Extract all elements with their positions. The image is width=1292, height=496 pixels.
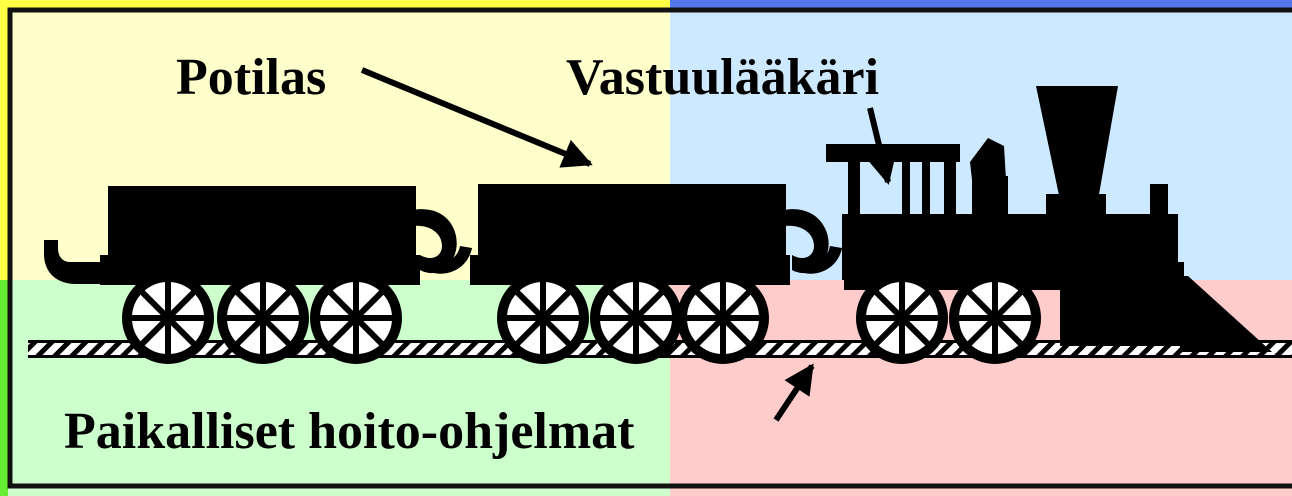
top-left-edge (0, 0, 670, 8)
arrow-patient (360, 67, 593, 168)
wheels (122, 272, 1041, 364)
wheel (677, 272, 769, 364)
wheel (310, 272, 402, 364)
frame (7, 7, 1292, 489)
label-patient: Potilas (176, 49, 326, 106)
wheel (856, 272, 948, 364)
left-top-edge (0, 0, 8, 280)
label-programs: Paikalliset hoito-ohjelmat (64, 403, 635, 460)
left-bottom-edge (0, 280, 8, 496)
label-doctor: Vastuulääkäri (566, 49, 879, 106)
arrow-doctor (867, 107, 897, 185)
wheel (497, 272, 589, 364)
arrow-programs (773, 363, 815, 422)
wheel (217, 272, 309, 364)
wheel (122, 272, 214, 364)
wheel (590, 272, 682, 364)
top-right-edge (670, 0, 1292, 8)
wagon-middle (430, 184, 842, 285)
wheel (949, 272, 1041, 364)
